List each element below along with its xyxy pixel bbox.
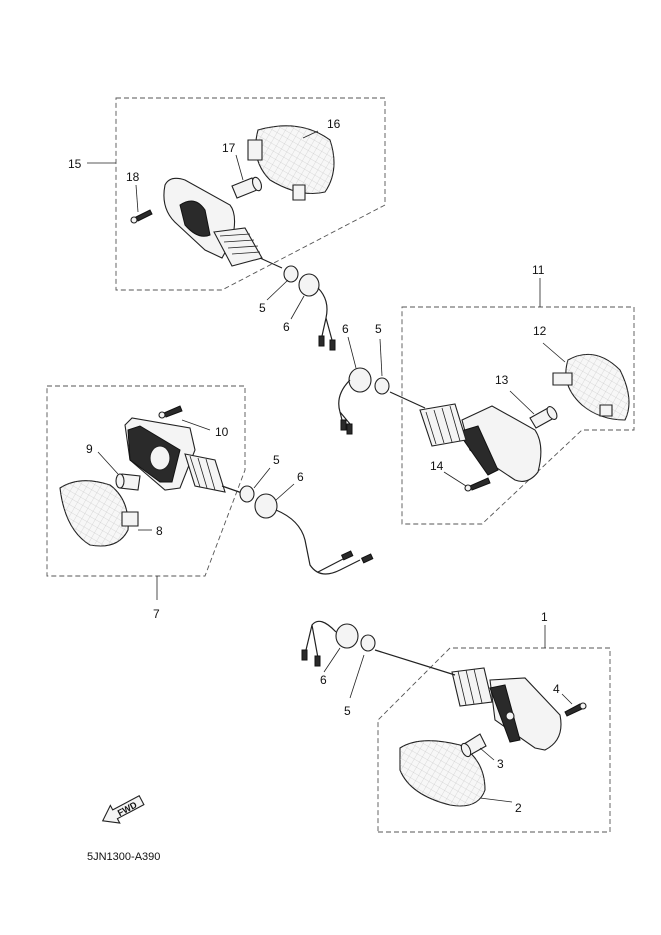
assembly-1-group: 1 [301,610,611,833]
grommet-5-left [239,485,255,503]
turn-signal-housing-11 [389,391,542,482]
callout-6b: 6 [342,322,349,336]
callout-5d: 5 [344,704,351,718]
turn-signal-housing-7 [124,417,243,494]
bulb-17 [231,176,263,199]
callout-7: 7 [153,607,160,621]
wire-harness-right [338,379,351,429]
grommet-5-bottom [360,634,376,652]
callout-13: 13 [495,373,509,387]
lens-16 [247,125,335,201]
callout-12: 12 [533,324,547,338]
wire-harness-bottom [305,620,337,659]
assembly-15-group: 15 16 17 18 5 6 [68,97,386,351]
nut-6-left [254,493,278,519]
turn-signal-housing-15 [163,177,283,269]
callout-5c: 5 [273,453,280,467]
callout-6c: 6 [297,470,304,484]
document-code: 5JN1300-A390 [87,851,160,863]
bulb-3 [460,733,487,758]
callout-10: 10 [215,425,229,439]
lens-2 [399,740,486,807]
screw-14 [464,477,491,492]
screw-18 [130,209,153,224]
callout-6d: 6 [320,673,327,687]
assembly-11-dashed-box [401,306,635,525]
callout-3: 3 [497,757,504,771]
callout-16: 16 [327,117,341,131]
callout-5b: 5 [375,322,382,336]
bulb-13 [529,406,558,429]
callout-9: 9 [86,442,93,456]
assembly-11-group: 11 [338,263,635,525]
nut-6-top [298,273,320,297]
callout-8: 8 [156,524,163,538]
callout-15: 15 [68,157,82,171]
callout-11: 11 [532,263,545,277]
fwd-arrow-icon: FWD [101,795,145,824]
nut-6-bottom [335,623,359,649]
grommet-5-top [283,265,299,283]
turn-signal-housing-1 [374,649,562,751]
callout-2: 2 [515,801,522,815]
callout-18: 18 [126,170,140,184]
bulb-9 [115,473,141,491]
callout-1: 1 [541,610,548,624]
wire-harness-left [275,509,361,575]
grommet-5-right [374,377,390,395]
callout-5a: 5 [259,301,266,315]
callout-6a: 6 [283,320,290,334]
assembly-7-group: 7 [46,385,374,621]
assembly-15-dashed-box [115,97,386,291]
assembly-7-dashed-box [46,385,246,577]
callout-4: 4 [553,682,560,696]
callout-14: 14 [430,459,444,473]
screw-4 [564,702,587,717]
lens-8 [59,480,139,547]
lens-12 [552,353,630,421]
nut-6-right [348,367,372,393]
screw-10 [158,405,183,419]
callout-17: 17 [222,141,236,155]
assembly-1-dashed-box [377,647,611,833]
wire-harness-top [317,287,333,341]
